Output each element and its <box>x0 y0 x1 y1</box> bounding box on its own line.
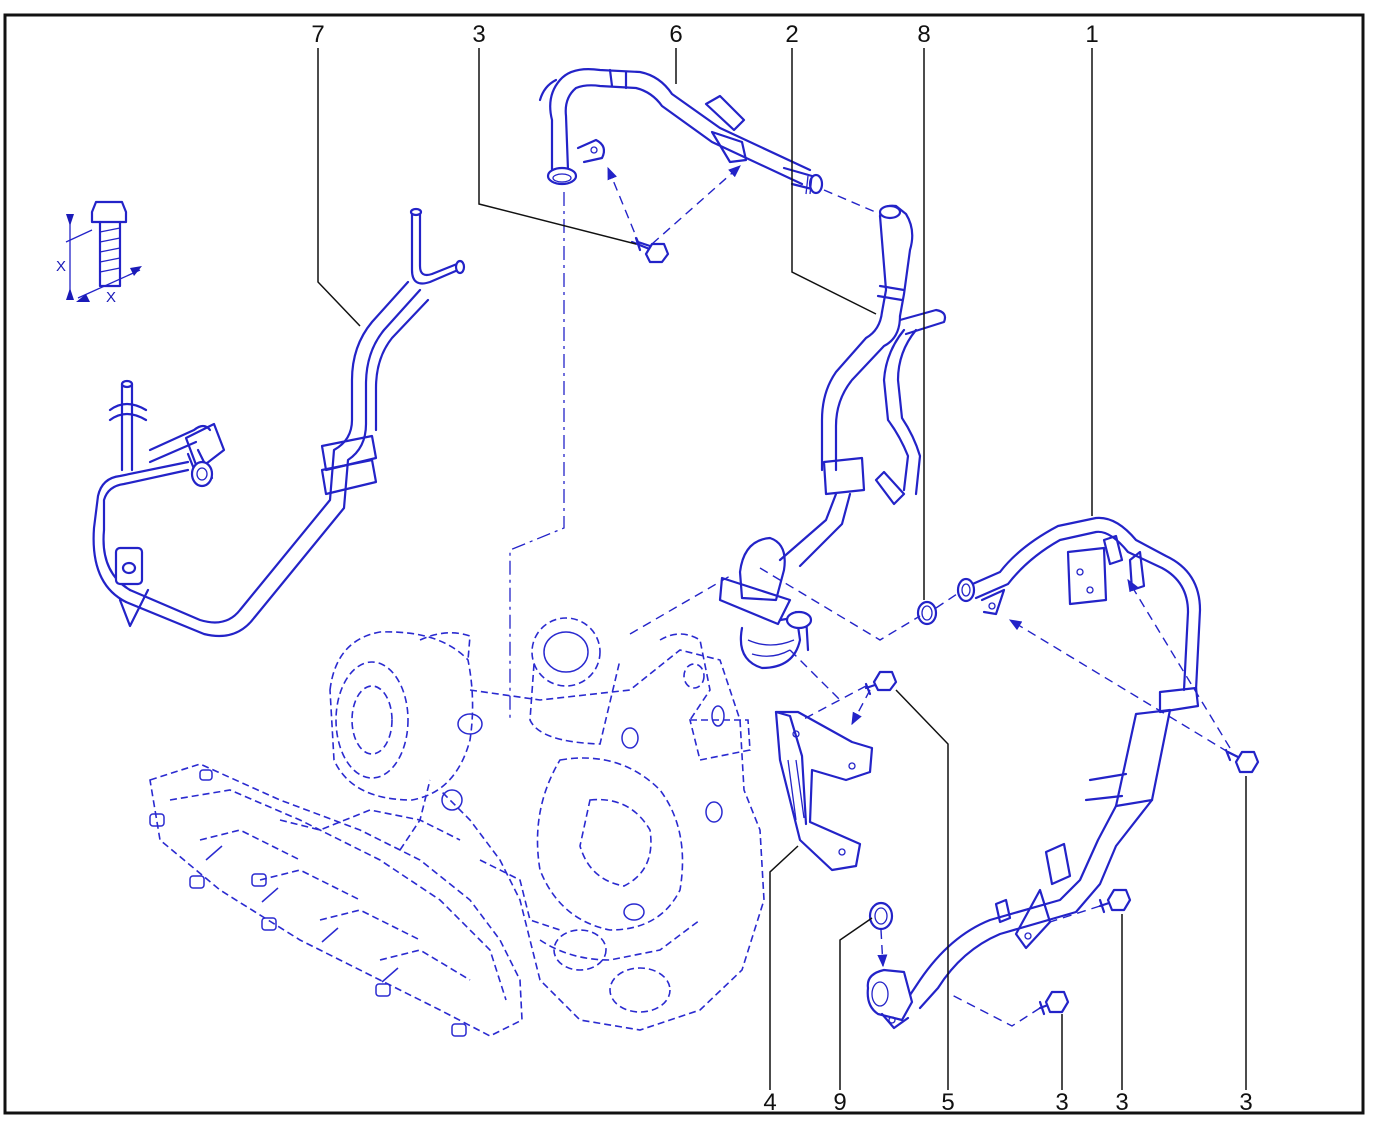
part-7-coolant-pipe <box>92 207 466 638</box>
part-8-o-ring <box>916 600 938 626</box>
bolt-part-3-lower <box>1038 990 1070 1016</box>
bolt-part-5 <box>864 670 898 696</box>
bolt-dimension-detail: X X <box>56 200 142 306</box>
callout-9: 9 <box>833 1089 846 1116</box>
callout-4: 4 <box>763 1089 776 1116</box>
bolt-part-3-upper <box>630 236 670 264</box>
callout-6: 6 <box>669 21 682 48</box>
callout-3-bottom-c: 3 <box>1239 1089 1252 1116</box>
callout-7: 7 <box>311 21 324 48</box>
bolt-part-3-right <box>1224 748 1260 774</box>
engine-phantom-view <box>149 617 765 1037</box>
bolt-part-3-mid-right <box>1098 888 1132 914</box>
callout-3-bottom-a: 3 <box>1055 1089 1068 1116</box>
callout-3-top: 3 <box>472 21 485 48</box>
callout-5: 5 <box>941 1089 954 1116</box>
callout-8: 8 <box>917 21 930 48</box>
part-9-o-ring <box>868 901 894 931</box>
callout-2: 2 <box>785 21 798 48</box>
bolt-height-dimension: X <box>56 258 66 275</box>
bolt-width-dimension: X <box>106 289 116 306</box>
callout-labels: 7 3 6 2 8 1 4 9 5 3 3 3 <box>311 21 1252 1116</box>
manifold-studs <box>149 769 467 1037</box>
callout-1: 1 <box>1085 21 1098 48</box>
part-6-coolant-pipe <box>538 68 824 195</box>
callout-leaders <box>317 48 1247 1090</box>
part-2-coolant-hose <box>718 204 947 670</box>
callout-3-bottom-b: 3 <box>1115 1089 1128 1116</box>
diagram-border <box>3 13 1365 1115</box>
assembly-guide-lines <box>509 165 1231 1027</box>
part-1-coolant-pipe <box>866 516 1202 1030</box>
part-4-bracket <box>774 710 874 872</box>
